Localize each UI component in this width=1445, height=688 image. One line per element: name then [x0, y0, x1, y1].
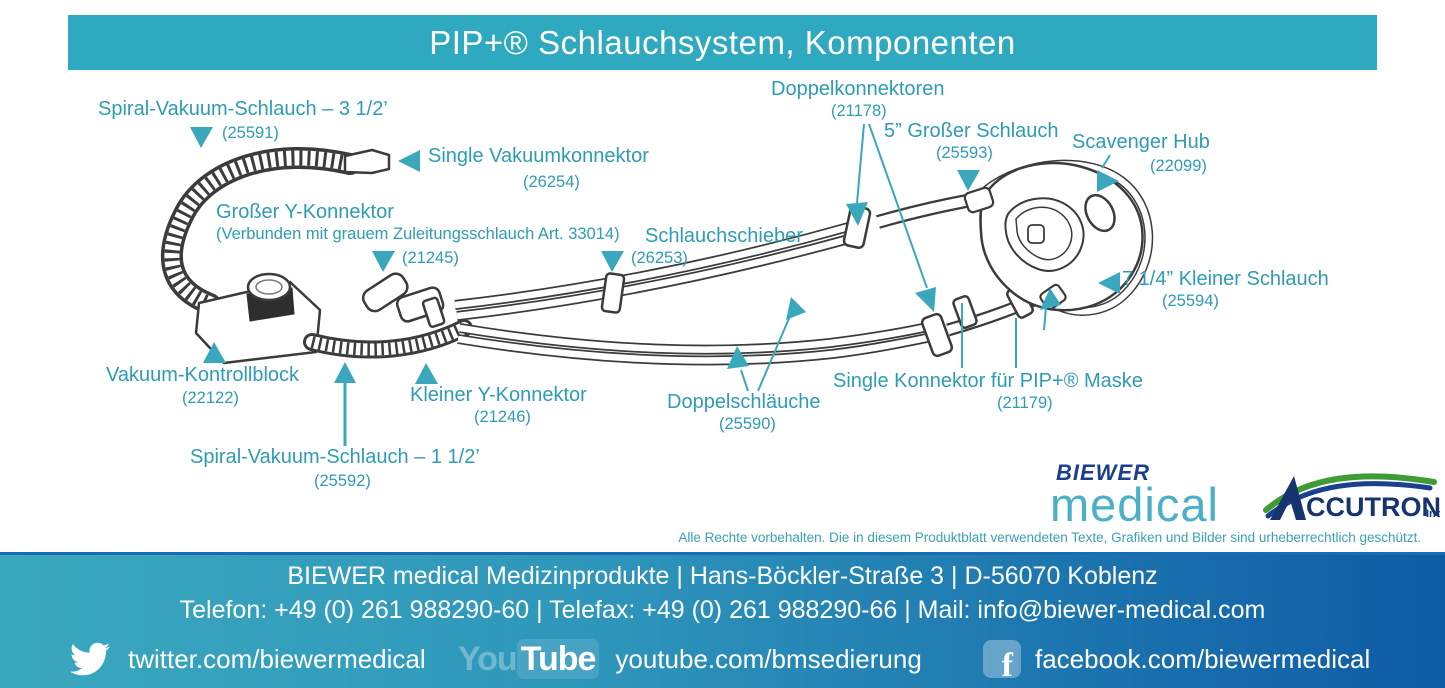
accutron-inc-text: Inc. — [1426, 508, 1440, 520]
part-21246: (21246) — [474, 408, 531, 426]
facebook-handle[interactable]: facebook.com/biewermedical — [1035, 643, 1371, 674]
youtube-handle[interactable]: youtube.com/bmsedierung — [615, 643, 922, 674]
part-21178: (21178) — [831, 102, 887, 120]
tubing-diagram-illustration — [161, 123, 1154, 446]
diagram-area: Spiral-Vakuum-Schlauch – 3 1/2’ (25591) … — [98, 78, 1329, 490]
leader-lines — [343, 123, 1111, 446]
part-21179: (21179) — [997, 394, 1053, 412]
copyright-notice: Alle Rechte vorbehalten. Die in diesem P… — [678, 530, 1421, 545]
biewer-medical-logo: BIEWER medical — [1050, 460, 1219, 531]
arrow-up-25590-a — [727, 346, 749, 369]
part-22122: (22122) — [182, 389, 239, 407]
part-26254: (26254) — [523, 173, 580, 191]
arrow-down-21245 — [372, 251, 395, 272]
medical-logo-text: medical — [1050, 478, 1219, 531]
label-grosser-y-konnektor-subtext: (Verbunden mit grauem Zuleitungsschlauch… — [216, 225, 620, 243]
part-22099: (22099) — [1150, 157, 1207, 175]
label-single-vakuumkonnektor: Single Vakuumkonnektor — [428, 145, 649, 167]
twitter-link[interactable]: twitter.com/biewermedical — [66, 631, 426, 687]
part-25593: (25593) — [936, 144, 993, 162]
page-title: PIP+® Schlauchsystem, Komponenten — [429, 24, 1016, 61]
label-kleiner-y-konnektor: Kleiner Y-Konnektor — [410, 384, 587, 406]
arrow-down-25591 — [190, 127, 213, 148]
arrow-down-21178-b — [915, 287, 936, 312]
accutron-logo-graphic: CCUTRON Inc. — [1263, 473, 1445, 522]
part-25590: (25590) — [719, 415, 776, 433]
accutron-rest-text: CCUTRON — [1306, 492, 1440, 522]
arrow-left-26254 — [398, 150, 420, 172]
youtube-logo-tube: Tube — [516, 638, 600, 679]
part-21245: (21245) — [402, 249, 459, 267]
vacuum-control-block-drawing — [194, 272, 322, 365]
part-25591: (25591) — [222, 124, 279, 142]
label-7-1-4-kleiner-schlauch: 7 1/4” Kleiner Schlauch — [1122, 268, 1329, 290]
spiral-hose-1-5ft-drawing — [303, 319, 473, 359]
youtube-logo-you: You — [458, 639, 518, 678]
label-vakuum-kontrollblock: Vakuum-Kontrollblock — [106, 364, 300, 386]
arrow-up-25592 — [334, 362, 356, 383]
footer: BIEWER medical Medizinprodukte | Hans-Bö… — [0, 552, 1445, 688]
accutron-logo: CCUTRON Inc. — [1258, 470, 1445, 527]
footer-address-line: BIEWER medical Medizinprodukte | Hans-Bö… — [287, 562, 1158, 590]
facebook-icon: f — [983, 640, 1021, 684]
mask-assembly-drawing — [963, 159, 1154, 316]
label-scavenger-hub: Scavenger Hub — [1072, 131, 1210, 153]
scavenger-hub-drawing — [1084, 193, 1116, 233]
y-connectors-drawing — [361, 272, 446, 328]
part-25594: (25594) — [1162, 292, 1219, 310]
label-spiral-vakuum-schlauch-1-5: Spiral-Vakuum-Schlauch – 1 1/2’ — [190, 446, 480, 468]
arrow-right-22099 — [1097, 170, 1119, 192]
label-doppelschlaeuche: Doppelschläuche — [667, 391, 821, 413]
title-banner: PIP+® Schlauchsystem, Komponenten — [68, 15, 1377, 70]
arrow-down-21178-a — [846, 202, 868, 226]
arrow-up-22122 — [203, 342, 226, 363]
arrow-down-25593 — [957, 170, 980, 191]
twitter-handle[interactable]: twitter.com/biewermedical — [128, 643, 426, 674]
label-grosser-y-konnektor: Großer Y-Konnektor — [216, 201, 394, 223]
label-single-konnektor-pip-maske: Single Konnektor für PIP+® Maske — [833, 370, 1143, 392]
single-vacuum-connector-drawing — [343, 148, 391, 175]
label-5-grosser-schlauch: 5” Großer Schlauch — [884, 120, 1059, 142]
pointer-arrows — [190, 123, 1120, 446]
label-spiral-vakuum-schlauch-3-5: Spiral-Vakuum-Schlauch – 3 1/2’ — [98, 98, 388, 120]
facebook-link[interactable]: f facebook.com/biewermedical — [983, 631, 1370, 687]
tube-connectors-drawing — [600, 205, 1034, 358]
biewer-logo-text: BIEWER — [1056, 460, 1150, 485]
twitter-bird-icon — [70, 642, 111, 676]
footer-contact-line: Telefon: +49 (0) 261 988290-60 | Telefax… — [179, 596, 1266, 624]
double-tubes-upper-drawing — [454, 221, 858, 321]
arrow-up-21179 — [1040, 288, 1061, 310]
double-tubes-lower-drawing — [457, 321, 938, 366]
arrow-left-25594 — [1098, 272, 1120, 294]
part-26253: (26253) — [631, 249, 688, 267]
part-25592: (25592) — [314, 472, 371, 490]
spiral-hose-3-5ft-drawing — [161, 147, 361, 315]
arrow-up-21246 — [415, 363, 438, 384]
label-doppelkonnektoren: Doppelkonnektoren — [771, 78, 945, 100]
arrow-down-26253 — [601, 251, 624, 272]
label-schlauchschieber: Schlauchschieber — [645, 225, 803, 247]
